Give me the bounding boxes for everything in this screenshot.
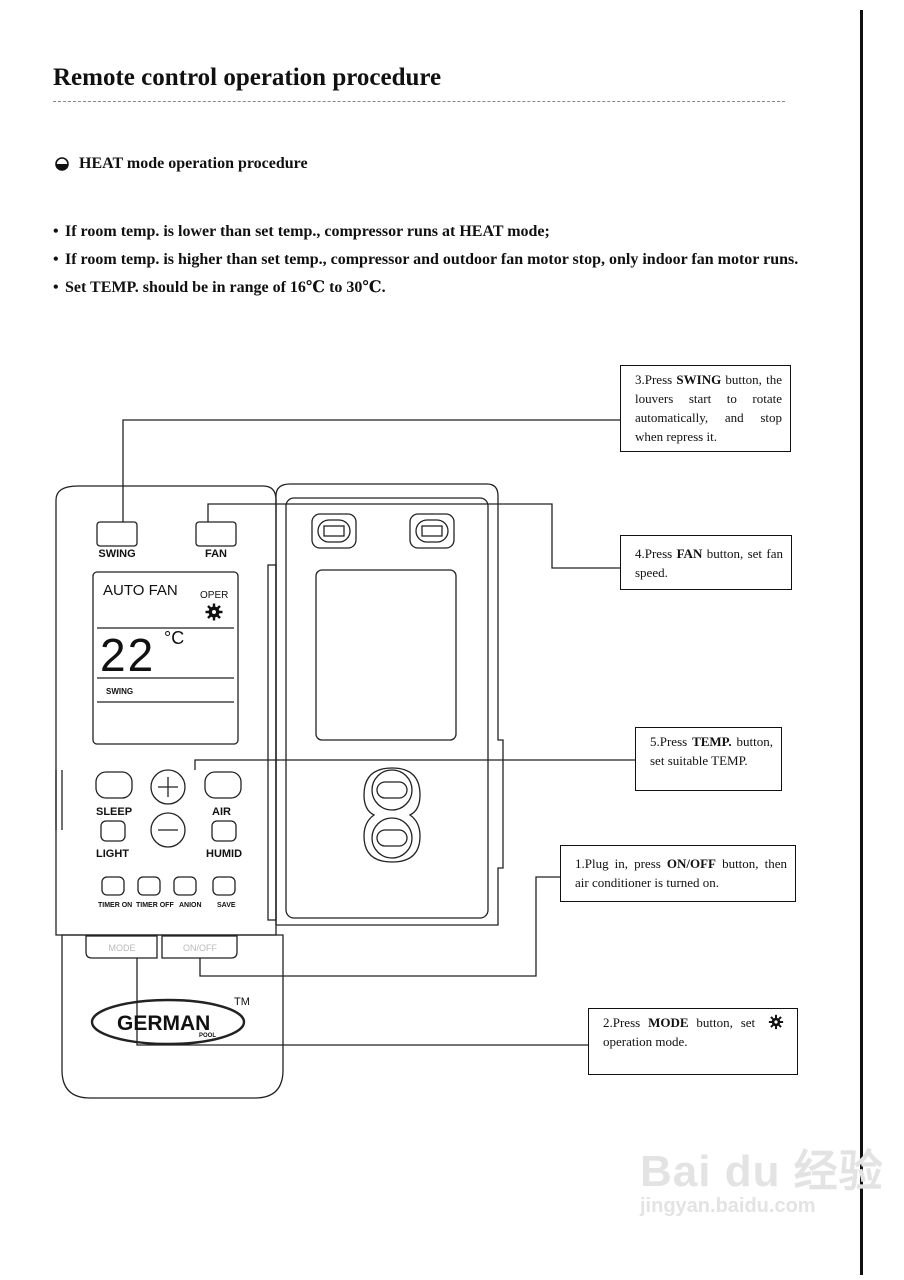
cover-window [315, 569, 457, 741]
lcd-mode-text: AUTO FAN [103, 582, 178, 599]
temp-up-button[interactable] [150, 769, 186, 805]
anion-label: ANION [179, 902, 202, 909]
half-filled-circle-icon [55, 157, 69, 171]
lcd-display [92, 571, 239, 745]
save-button[interactable] [212, 876, 236, 896]
sleep-button[interactable] [95, 771, 133, 799]
timer-on-button[interactable] [101, 876, 125, 896]
callout-fan: 4.Press FAN button, set fan speed. [620, 535, 792, 590]
callout-swing: 3.Press SWING button, the louvers start … [620, 365, 791, 452]
callout-mode: 2.Press MODE button, set operation mode. [588, 1008, 798, 1075]
swing-connector [122, 419, 620, 522]
section-heading: HEAT mode operation procedure [55, 155, 308, 173]
onoff-button[interactable] [161, 935, 238, 959]
sun-gear-icon [205, 603, 223, 621]
swing-button[interactable] [96, 521, 138, 547]
mode-button-label: MODE [109, 943, 136, 953]
sun-gear-icon [768, 1014, 784, 1030]
bullet-item: Set TEMP. should be in range of 16℃ to 3… [53, 274, 813, 302]
bullet-item: If room temp. is higher than set temp., … [53, 246, 813, 274]
title-rule [53, 101, 785, 102]
lcd-temp-unit: °C [164, 628, 184, 648]
mode-connector [136, 958, 588, 1046]
bullet-list: If room temp. is lower than set temp., c… [53, 218, 813, 302]
humid-label: HUMID [206, 848, 242, 860]
light-button[interactable] [100, 820, 126, 842]
brand-logo [90, 998, 246, 1046]
callout-onoff: 1.Plug in, press ON/OFF button, then air… [560, 845, 796, 902]
temp-down-button[interactable] [150, 812, 186, 848]
watermark: Bai du 经验 jingyan.baidu.com [640, 1135, 884, 1218]
lcd-temperature: 22 [100, 629, 155, 681]
timer-off-label: TIMER OFF [136, 902, 174, 909]
mode-button[interactable] [85, 935, 158, 959]
watermark-main: Bai du 经验 [640, 1147, 884, 1196]
watermark-sub: jingyan.baidu.com [640, 1195, 816, 1217]
bullet-item: If room temp. is lower than set temp., c… [53, 218, 813, 246]
remote-lower-body [61, 934, 284, 1099]
air-button[interactable] [204, 771, 242, 799]
section-heading-text: HEAT mode operation procedure [79, 155, 308, 172]
page-title: Remote control operation procedure [53, 64, 442, 91]
air-label: AIR [212, 806, 231, 818]
timer-off-button[interactable] [137, 876, 161, 896]
callout-temp: 5.Press TEMP. button, set suitable TEMP. [635, 727, 782, 791]
lcd-swing-text: SWING [106, 687, 133, 696]
brand-trademark: TM [234, 996, 250, 1008]
light-label: LIGHT [96, 848, 129, 860]
onoff-connector [199, 876, 560, 977]
temp-connector [194, 759, 635, 770]
swing-label: SWING [98, 548, 135, 560]
save-label: SAVE [217, 902, 236, 909]
anion-button[interactable] [173, 876, 197, 896]
fan-button[interactable] [195, 521, 237, 547]
onoff-button-label: ON/OFF [183, 943, 217, 953]
remote-cover [275, 483, 504, 926]
remote-upper-body [55, 485, 277, 936]
brand-subtext: POOL [199, 1033, 216, 1039]
fan-connector [207, 503, 620, 569]
page-edge-line [860, 10, 863, 1275]
timer-on-label: TIMER ON [98, 902, 132, 909]
brand-name: GERMAN [117, 1012, 210, 1035]
sleep-label: SLEEP [96, 806, 132, 818]
lcd-oper-text: OPER [200, 590, 228, 601]
fan-label: FAN [205, 548, 227, 560]
humid-button[interactable] [211, 820, 237, 842]
